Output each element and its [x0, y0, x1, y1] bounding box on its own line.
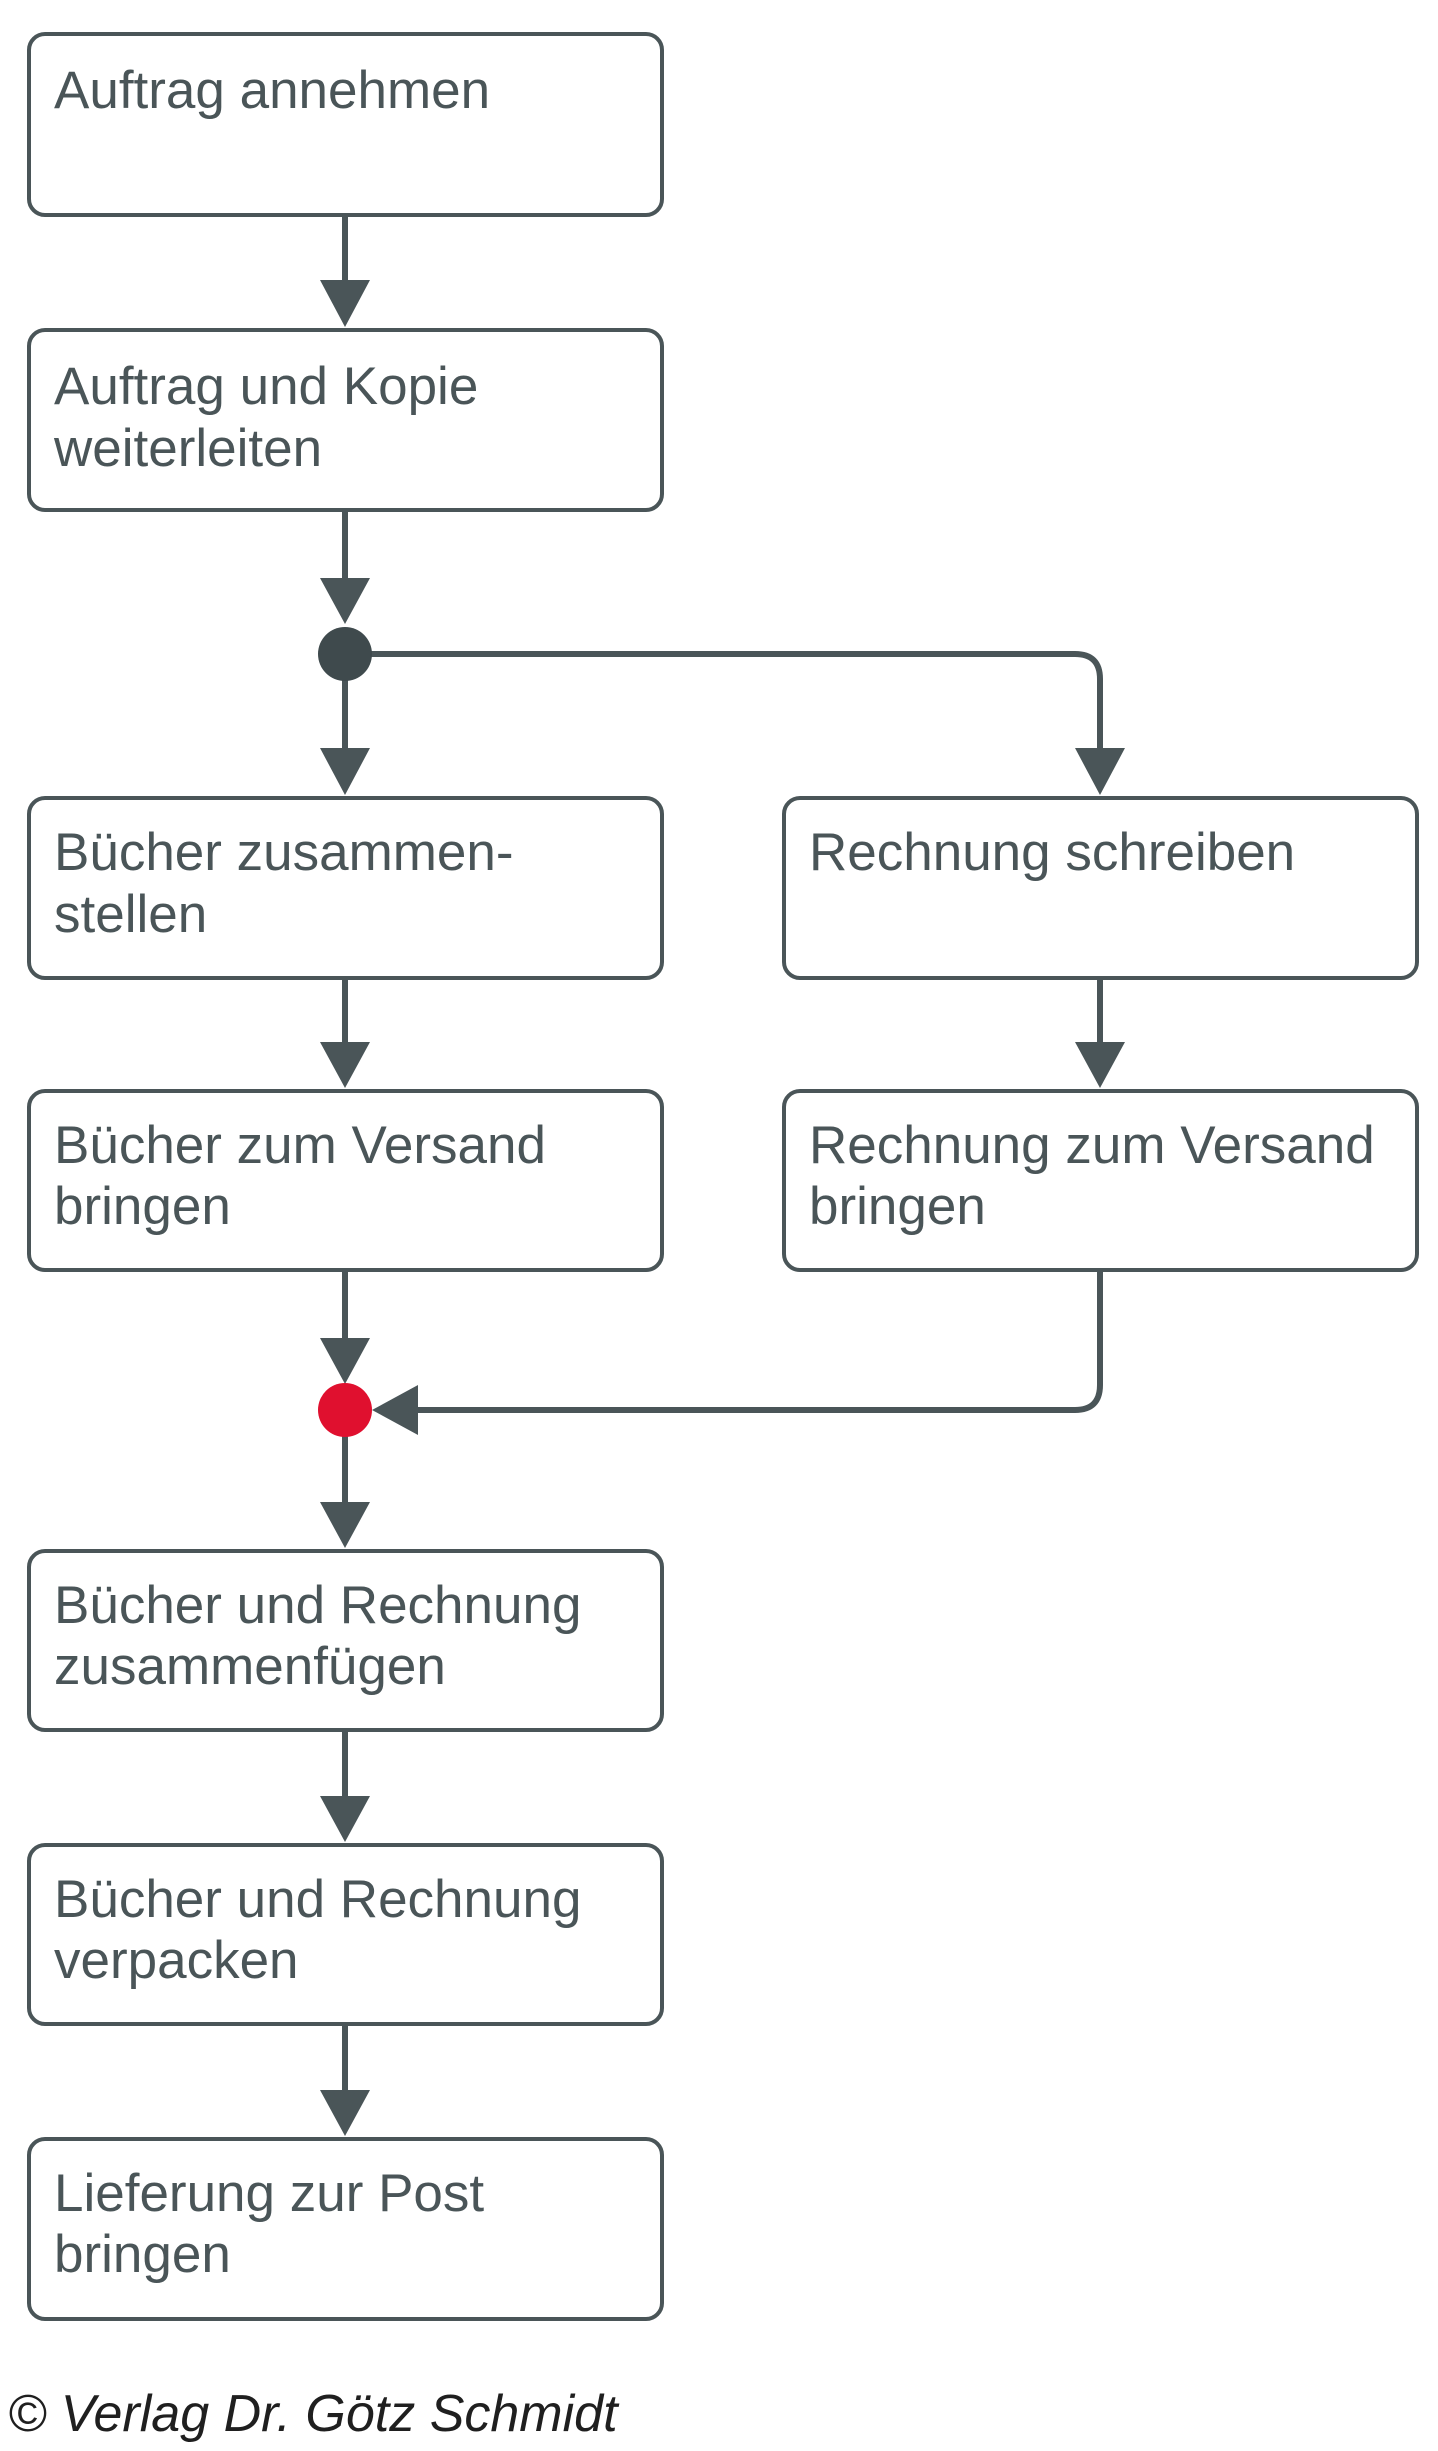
arrowhead — [320, 1042, 370, 1088]
fork-node — [318, 627, 372, 681]
arrowhead — [320, 1502, 370, 1548]
box-label: verpacken — [54, 1931, 299, 1990]
arrow-fork-to-rechnung-schreiben — [345, 651, 1103, 748]
arrowhead — [320, 280, 370, 327]
box-label: Bücher und Rechnung — [54, 1870, 581, 1929]
box-label: stellen — [54, 885, 207, 944]
arrowhead — [372, 1385, 418, 1435]
box-label: Bücher zum Versand — [54, 1116, 546, 1175]
box-label: Bücher und Rechnung — [54, 1576, 581, 1635]
box-label: Auftrag annehmen — [54, 61, 490, 120]
activity-box-buecher-rechnung-verpacken — [27, 1843, 664, 2026]
box-label: bringen — [809, 1177, 986, 1236]
join-node — [318, 1383, 372, 1437]
box-label: Bücher zusammen- — [54, 823, 514, 882]
activity-box-auftrag-kopie-weiterleiten — [27, 328, 664, 512]
activity-box-buecher-zusammenstellen — [27, 796, 664, 980]
activity-box-lieferung-zur-post — [27, 2137, 664, 2321]
box-label: Rechnung zum Versand — [809, 1116, 1375, 1175]
box-label: Auftrag und Kopie — [54, 357, 478, 416]
box-label: Rechnung schreiben — [809, 823, 1295, 882]
activity-box-rechnung-schreiben — [782, 796, 1419, 980]
activity-box-buecher-zum-versand — [27, 1089, 664, 1272]
box-label: bringen — [54, 1177, 231, 1236]
arrow-rechnung-versand-to-join — [418, 1270, 1103, 1413]
arrowhead — [320, 1796, 370, 1842]
box-label: zusammenfügen — [54, 1637, 446, 1696]
activity-box-buecher-rechnung-zusammenfuegen — [27, 1549, 664, 1732]
arrowhead — [320, 748, 370, 795]
arrowhead — [320, 578, 370, 624]
arrowhead — [1075, 1042, 1125, 1088]
arrowhead — [320, 2090, 370, 2136]
box-label: Lieferung zur Post — [54, 2164, 484, 2223]
arrowhead — [1075, 748, 1125, 795]
copyright-notice: © Verlag Dr. Götz Schmidt — [8, 2385, 620, 2443]
activity-box-rechnung-zum-versand — [782, 1089, 1419, 1272]
box-label: weiterleiten — [53, 419, 322, 478]
box-label: bringen — [54, 2225, 231, 2284]
arrowhead — [320, 1338, 370, 1384]
activity-box-auftrag-annehmen — [27, 32, 664, 217]
